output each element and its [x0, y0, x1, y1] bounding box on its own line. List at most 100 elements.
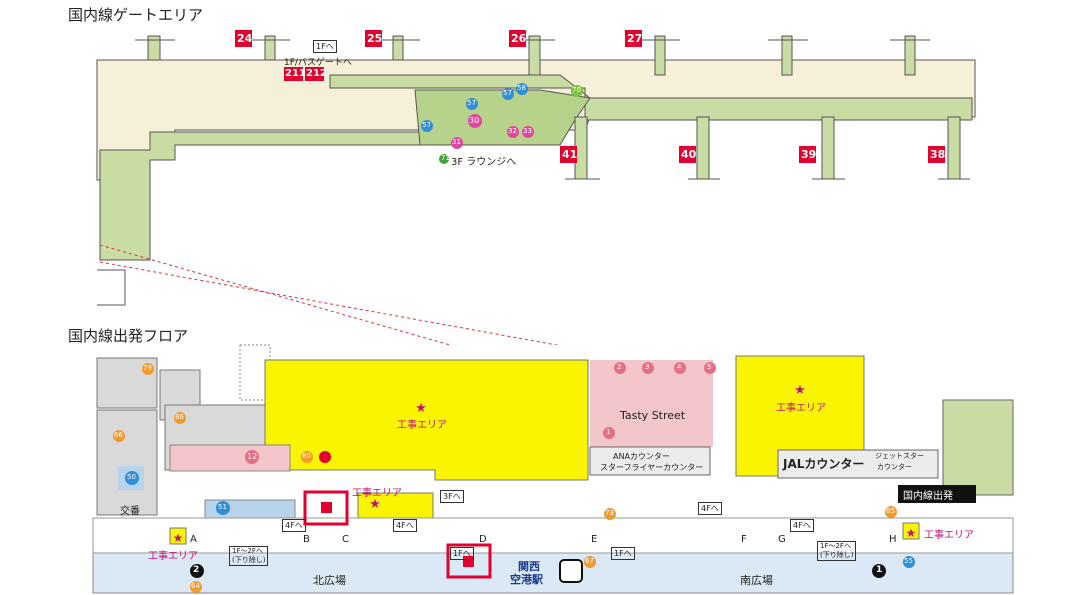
marker-55	[903, 556, 915, 568]
gate-40	[679, 146, 696, 163]
gate-area-map	[96, 35, 976, 496]
parking-p1-label: 1	[876, 565, 883, 575]
to-4f-sign: 4Fへ	[282, 519, 306, 532]
marker-85-label: 85	[886, 507, 895, 515]
jal-counter	[777, 449, 939, 479]
door-h: H	[889, 534, 897, 545]
marker-57	[466, 98, 478, 110]
station-label: 空港駅	[510, 573, 543, 586]
to-4f-sign-3: 4Fへ	[698, 502, 722, 515]
tasty-street-label: Tasty Street	[620, 409, 686, 422]
construction-label-right: 工事エリア	[776, 403, 826, 414]
construction-area-small	[357, 492, 434, 519]
marker-50	[125, 471, 139, 485]
marker-70-label: 70	[572, 86, 581, 94]
shop-12-area	[169, 444, 291, 472]
marker-51-label: 51	[218, 503, 227, 511]
svg-text:★: ★	[369, 497, 381, 512]
ana-counter	[589, 446, 711, 476]
construction-area-left	[169, 527, 187, 545]
to-1f-sign: 1Fへ	[611, 547, 635, 560]
train-icon	[559, 559, 583, 583]
marker-67	[584, 556, 596, 568]
left-walkway	[99, 109, 441, 261]
shop-1	[603, 427, 615, 439]
marker-31	[451, 137, 463, 149]
parking-p1-icon	[872, 564, 886, 578]
ana-counter-label: ANAカウンター	[613, 452, 670, 461]
gate-39	[799, 146, 816, 163]
marker-55-label: 55	[904, 557, 913, 565]
gate-211-label: 211	[285, 68, 306, 79]
ticket-icon	[463, 556, 474, 567]
parking-p2-label: 2	[193, 565, 200, 575]
gate-41	[560, 146, 577, 163]
central-hub	[414, 89, 591, 146]
shop-3-label: 3	[645, 363, 650, 371]
marker-33	[522, 126, 534, 138]
departure-floor-title: 国内線出発フロア	[68, 327, 189, 345]
marker-66-label: 66	[114, 431, 123, 439]
construction-label-small: 工事エリア	[352, 488, 402, 499]
gate-26-label: 26	[511, 32, 527, 45]
marker-50-label: 50	[127, 473, 136, 481]
facility-markers	[113, 363, 915, 593]
shop-badges	[245, 362, 716, 464]
shop-1-label: 1	[606, 428, 611, 436]
domestic-departure-label: 国内線出発	[903, 491, 953, 502]
marker-67-label: 67	[585, 557, 594, 565]
svg-text:★: ★	[173, 531, 184, 545]
to-1f-label: 1Fへ	[313, 40, 337, 53]
door-f: F	[741, 534, 747, 545]
marker-58	[516, 83, 528, 95]
marker-30-label: 30	[469, 116, 480, 125]
gate-27	[625, 30, 642, 47]
bus-gate-label: 1F/バスゲートへ	[284, 58, 352, 68]
ticket-icon	[321, 502, 332, 513]
gate-211	[284, 67, 303, 81]
svg-text:★: ★	[906, 526, 917, 540]
marker-57c-label: 57	[422, 121, 431, 129]
departure-floor-map	[92, 344, 1014, 595]
marker-57-label: 57	[467, 99, 476, 107]
plaza	[92, 552, 1014, 594]
shop-5-label: 5	[707, 363, 712, 371]
construction-area-right-small	[902, 522, 920, 540]
gate-38	[928, 146, 945, 163]
to-1f-2f-sign: 1F～2Fへ(下り除し)	[229, 546, 269, 566]
shop-80	[301, 451, 313, 463]
marker-57b-label: 57	[503, 89, 512, 97]
door-b: B	[303, 534, 310, 545]
domestic-departure-tag	[898, 485, 976, 503]
gate-39-label: 39	[801, 148, 817, 161]
gate-212-label: 212	[306, 68, 327, 79]
door-d: D	[479, 534, 487, 545]
shop-80-label: 80	[302, 452, 311, 460]
jetstar-counter-label: カウンター	[877, 463, 912, 471]
shop-2	[614, 362, 626, 374]
gate-area-title: 国内線ゲートエリア	[68, 6, 204, 24]
marker-85	[885, 506, 897, 518]
gate-markers	[421, 83, 583, 164]
marker-64-label: 64	[191, 582, 200, 590]
marker-86-label: 86	[175, 413, 184, 421]
marker-58-label: 58	[517, 84, 526, 92]
lower-piers	[574, 116, 961, 180]
marker-57c	[421, 120, 433, 132]
shop-4-label: 4	[677, 363, 682, 371]
gate-24-label: 24	[237, 32, 253, 45]
jal-counter-label: JALカウンター	[783, 457, 865, 471]
shop-2-label: 2	[617, 363, 622, 371]
construction-stars: ★ ★ ★ ★ ★	[173, 383, 917, 545]
construction-label-left: 工事エリア	[148, 551, 198, 562]
marker-66	[113, 430, 125, 442]
marker-33-label: 33	[523, 127, 532, 135]
jetways	[147, 35, 916, 76]
info-icon	[319, 451, 331, 463]
shop-3	[642, 362, 654, 374]
construction-label-right-small: 工事エリア	[924, 530, 974, 541]
highlight-box-upper	[303, 490, 349, 526]
lounge-label: 3F ラウンジへ	[451, 157, 517, 168]
construction-label-main: 工事エリア	[397, 420, 447, 431]
lounge-number: 71	[441, 154, 450, 162]
